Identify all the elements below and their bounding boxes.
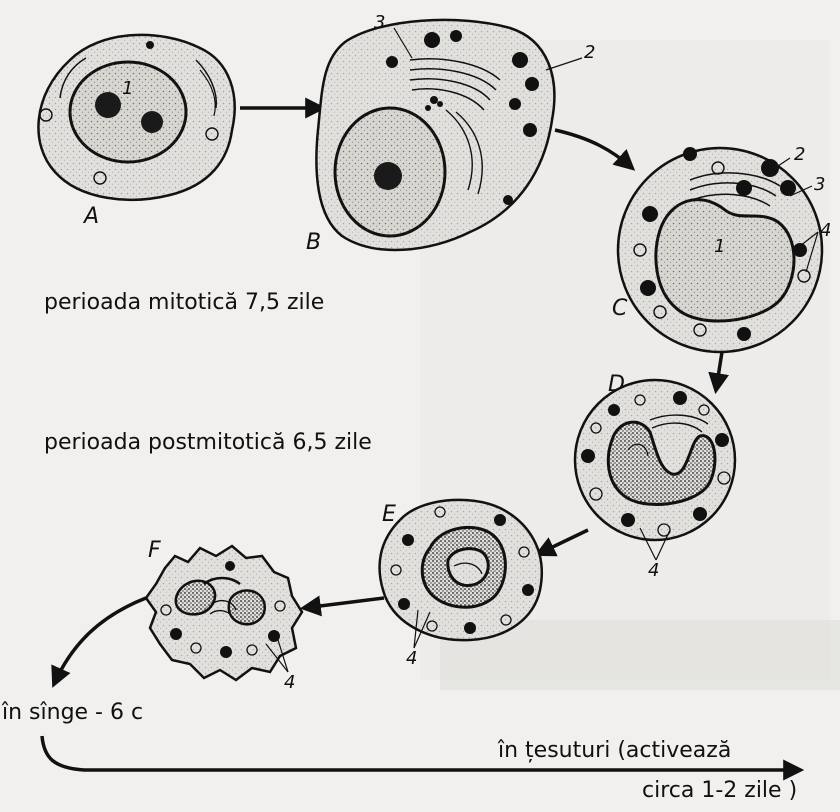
label-cell-d: D xyxy=(608,374,625,396)
label-specific-granules-e: 4 xyxy=(406,650,417,668)
arrow-f-blood xyxy=(54,598,146,684)
tissues-text-line1: în țesuturi (activează xyxy=(498,738,731,763)
tissues-text-line2: circa 1-2 zile ) xyxy=(642,778,797,803)
postmitotic-period-text: perioada postmitotică 6,5 zile xyxy=(44,430,372,455)
label-cell-e: E xyxy=(382,504,396,526)
label-granules-c: 2 xyxy=(794,146,805,164)
cell-a xyxy=(38,35,234,200)
cell-e xyxy=(380,500,542,648)
label-cell-f: F xyxy=(148,540,161,562)
label-specific-granules-f: 4 xyxy=(284,674,295,692)
label-nucleus-c: 1 xyxy=(714,238,725,256)
label-golgi-b: 3 xyxy=(374,14,385,32)
label-cell-b: B xyxy=(306,232,321,254)
label-specific-granules-c: 4 xyxy=(820,222,831,240)
label-specific-granules-d: 4 xyxy=(648,562,659,580)
label-granules-b: 2 xyxy=(584,44,595,62)
mitotic-period-text: perioada mitotică 7,5 zile xyxy=(44,290,324,315)
label-cell-a: A xyxy=(84,206,99,228)
label-golgi-c: 3 xyxy=(814,176,825,194)
label-cell-c: C xyxy=(612,298,627,320)
cell-f xyxy=(146,546,302,680)
blood-text: în sînge - 6 c xyxy=(2,700,143,725)
arrow-e-f xyxy=(304,598,384,608)
label-nucleus-a: 1 xyxy=(122,80,133,98)
